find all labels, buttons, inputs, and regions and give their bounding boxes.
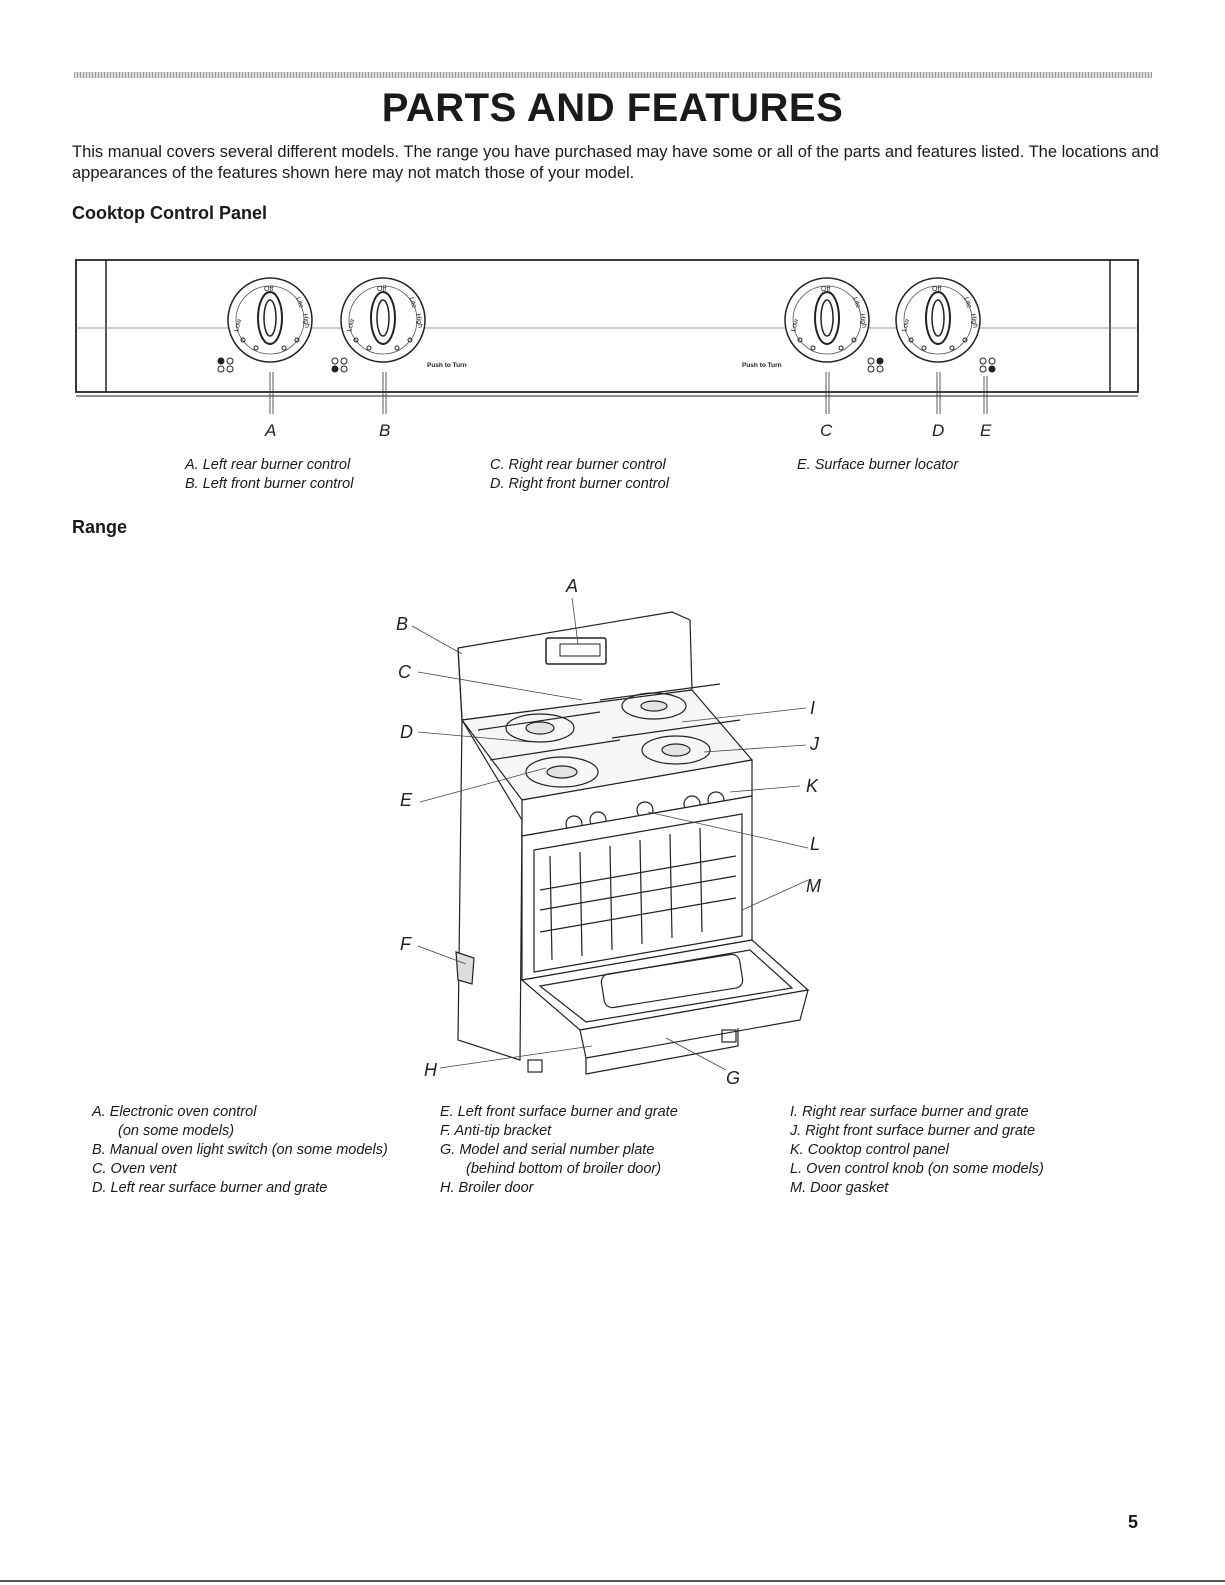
legend-item: B. Manual oven light switch (on some mod…	[92, 1142, 388, 1158]
knob-high-text: High	[301, 313, 310, 328]
header-rule	[74, 72, 1152, 78]
knob-low-text: Low	[346, 317, 356, 332]
knob-high-text: High	[969, 313, 978, 328]
range-callout-m: M	[806, 876, 821, 896]
legend-item: F. Anti-tip bracket	[440, 1123, 552, 1139]
burner-locator-icon	[867, 357, 884, 373]
cooktop-legend-col2: C. Right rear burner control D. Right fr…	[490, 456, 669, 494]
range-diagram: A B C D E F G H I J K L M	[396, 576, 821, 1088]
knob-low-text: Low	[790, 317, 800, 332]
range-heading: Range	[72, 517, 128, 537]
legend-item: D. Left rear surface burner and grate	[92, 1180, 328, 1196]
legend-item: H. Broiler door	[440, 1180, 534, 1196]
legend-item: M. Door gasket	[790, 1180, 889, 1196]
range-callout-a: A	[565, 576, 578, 596]
range-callout-c: C	[398, 662, 412, 682]
legend-item: C. Oven vent	[92, 1161, 177, 1177]
range-callout-j: J	[809, 734, 820, 754]
push-to-turn-label: Push to Turn	[742, 362, 782, 369]
range-callout-b: B	[396, 614, 408, 634]
range-callout-e: E	[400, 790, 413, 810]
legend-item: D. Right front burner control	[490, 476, 669, 492]
range-legend-col2: E. Left front surface burner and grate F…	[440, 1103, 678, 1198]
knob-high-text: High	[414, 313, 423, 328]
footer-rule	[0, 1580, 1225, 1582]
range-callout-d: D	[400, 722, 413, 742]
legend-item: B. Left front burner control	[185, 476, 354, 492]
knob-low-text: Low	[233, 317, 243, 332]
cooktop-legend-col1: A. Left rear burner control B. Left fron…	[185, 456, 353, 494]
burner-locator-icon	[979, 357, 996, 373]
legend-item: I. Right rear surface burner and grate	[790, 1104, 1029, 1120]
callout-d: D	[932, 421, 944, 440]
knob-lite-text: Lite	[962, 296, 972, 309]
knob-low-text: Low	[901, 317, 911, 332]
legend-item: A. Left rear burner control	[185, 457, 351, 473]
knob-lite-text: Lite	[407, 296, 417, 309]
range-callout-i: I	[810, 698, 815, 718]
knob-high-text: High	[858, 313, 867, 328]
range-callout-h: H	[424, 1060, 438, 1080]
knob-off-text: Off	[932, 286, 941, 293]
range-callout-f: F	[400, 934, 412, 954]
knob-lite-text: Lite	[851, 296, 861, 309]
knob-off-text: Off	[377, 286, 386, 293]
page-number: 5	[1128, 1512, 1139, 1532]
knob-off-text: Off	[264, 286, 273, 293]
range-callout-l: L	[810, 834, 820, 854]
cooktop-legend-col3: E. Surface burner locator	[797, 456, 958, 475]
knob-off-text: Off	[821, 286, 830, 293]
legend-item: E. Surface burner locator	[797, 457, 959, 473]
burner-locator-icon	[331, 357, 348, 373]
legend-item: K. Cooktop control panel	[790, 1142, 949, 1158]
legend-item: L. Oven control knob (on some models)	[790, 1161, 1044, 1177]
range-callout-g: G	[726, 1068, 740, 1088]
cooktop-panel-diagram: Off Off Off Off Low Low Low Low Lite Lit…	[75, 259, 1139, 440]
legend-item-note: (behind bottom of broiler door)	[466, 1161, 662, 1177]
legend-item: E. Left front surface burner and grate	[440, 1104, 678, 1120]
callout-e: E	[980, 421, 992, 440]
legend-item: A. Electronic oven control	[92, 1104, 257, 1120]
range-legend-col1: A. Electronic oven control (on some mode…	[92, 1103, 388, 1198]
range-callout-k: K	[806, 776, 819, 796]
legend-item: G. Model and serial number plate	[440, 1142, 655, 1158]
legend-item-note: (on some models)	[118, 1123, 235, 1139]
page-title: PARTS AND FEATURES	[381, 86, 844, 130]
range-legend-col3: I. Right rear surface burner and grate J…	[790, 1103, 1044, 1198]
intro-paragraph: This manual covers several different mod…	[72, 143, 1159, 182]
callout-c: C	[820, 421, 833, 440]
cooktop-heading: Cooktop Control Panel	[72, 203, 267, 223]
callout-a: A	[264, 421, 276, 440]
push-to-turn-label: Push to Turn	[427, 362, 467, 369]
legend-item: J. Right front surface burner and grate	[790, 1123, 1036, 1139]
callout-b: B	[379, 421, 390, 440]
burner-locator-icon	[217, 357, 234, 373]
knob-lite-text: Lite	[294, 296, 304, 309]
legend-item: C. Right rear burner control	[490, 457, 666, 473]
